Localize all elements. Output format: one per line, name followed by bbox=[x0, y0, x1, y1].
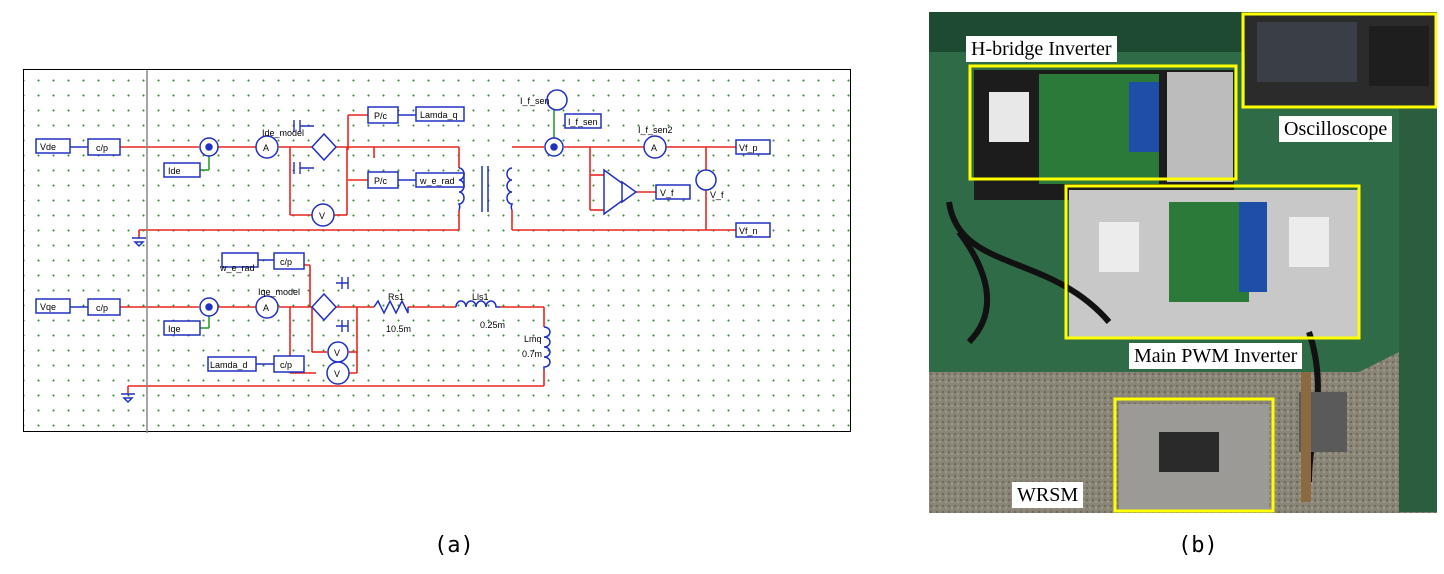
svg-text:V_f: V_f bbox=[660, 188, 674, 198]
svg-text:Vf_p: Vf_p bbox=[739, 143, 758, 153]
voltmeter-icon bbox=[311, 203, 335, 227]
schematic-panel: Vde c/p Ide Ide_model A V P/c Lamda_q P/… bbox=[23, 69, 851, 433]
svg-text:V: V bbox=[334, 369, 340, 379]
svg-text:c/p: c/p bbox=[280, 360, 292, 370]
svg-text:I_f_sen2: I_f_sen2 bbox=[638, 125, 673, 135]
schematic-diagram: Vde c/p Ide Ide_model A V P/c Lamda_q P/… bbox=[35, 70, 771, 433]
vde-input bbox=[35, 138, 71, 154]
photo-illustration bbox=[929, 12, 1437, 513]
svg-text:I_f_sen: I_f_sen bbox=[520, 96, 550, 106]
svg-text:P/c: P/c bbox=[374, 111, 388, 121]
main-inverter-label: Main PWM Inverter bbox=[1129, 343, 1303, 369]
svg-text:Ide_model: Ide_model bbox=[262, 128, 304, 138]
caption-b: (b) bbox=[1178, 533, 1218, 558]
svg-text:V: V bbox=[334, 348, 340, 358]
wrsm-label: WRSM bbox=[1012, 482, 1084, 508]
svg-text:I_f_sen: I_f_sen bbox=[568, 117, 598, 127]
svg-text:Vqe: Vqe bbox=[40, 302, 56, 312]
cp-block bbox=[87, 138, 121, 156]
vde-label: Vde bbox=[40, 142, 56, 152]
svg-text:0.25m: 0.25m bbox=[480, 320, 505, 330]
svg-text:Iqe: Iqe bbox=[168, 324, 181, 334]
svg-text:A: A bbox=[651, 143, 657, 153]
ide-block bbox=[163, 162, 201, 178]
svg-text:Vf_n: Vf_n bbox=[739, 226, 758, 236]
oscilloscope-label: Oscilloscope bbox=[1279, 116, 1393, 142]
hbridge-highlight bbox=[968, 64, 1238, 181]
main-inverter-highlight bbox=[1064, 184, 1361, 340]
svg-text:Ide: Ide bbox=[168, 166, 181, 176]
svg-text:10.5m: 10.5m bbox=[386, 324, 411, 334]
hbridge-label: H-bridge Inverter bbox=[966, 36, 1117, 62]
svg-text:Rs1: Rs1 bbox=[388, 292, 404, 302]
svg-text:w_e_rad: w_e_rad bbox=[219, 263, 255, 273]
svg-text:A: A bbox=[263, 303, 269, 313]
svg-text:Lamda_d: Lamda_d bbox=[210, 360, 248, 370]
svg-text:V: V bbox=[319, 211, 325, 221]
ammeter-icon bbox=[255, 135, 279, 159]
wrsm-highlight bbox=[1113, 397, 1275, 513]
svg-text:A: A bbox=[263, 143, 269, 153]
svg-text:Iqe_model: Iqe_model bbox=[258, 287, 300, 297]
svg-text:V_f: V_f bbox=[710, 190, 724, 200]
svg-text:w_e_rad: w_e_rad bbox=[419, 176, 455, 186]
svg-text:Lamda_q: Lamda_q bbox=[420, 110, 458, 120]
hardware-photo: H-bridge Inverter Oscilloscope Main PWM … bbox=[929, 12, 1437, 513]
osc-highlight bbox=[1241, 12, 1437, 109]
svg-text:0.7m: 0.7m bbox=[522, 349, 542, 359]
dependent-source bbox=[310, 132, 338, 162]
svg-text:c/p: c/p bbox=[96, 143, 108, 153]
svg-text:Lls1: Lls1 bbox=[472, 292, 489, 302]
svg-text:c/p: c/p bbox=[96, 303, 108, 313]
svg-text:P/c: P/c bbox=[374, 176, 388, 186]
caption-a: (a) bbox=[434, 533, 474, 558]
svg-text:c/p: c/p bbox=[280, 257, 292, 267]
svg-text:Lmq: Lmq bbox=[524, 334, 542, 344]
